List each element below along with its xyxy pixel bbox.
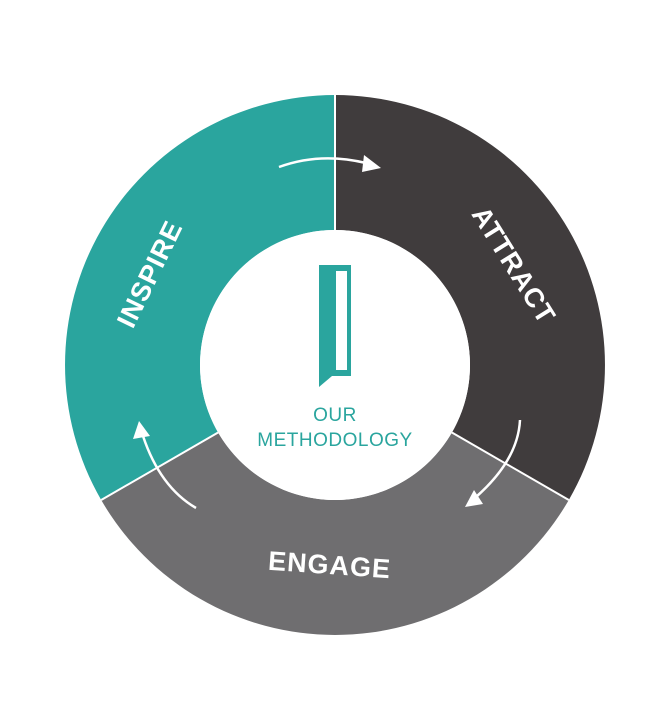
divider-left <box>100 431 219 501</box>
monolith-logo-icon <box>319 265 351 387</box>
arrow-right-icon <box>278 155 381 172</box>
divider-right <box>451 431 570 501</box>
arrow-down-left-icon <box>465 419 522 507</box>
center-title-line2: METHODOLOGY <box>257 430 412 451</box>
segment-attract <box>335 95 605 500</box>
segment-inspire <box>65 95 336 500</box>
segment-engage <box>101 432 569 635</box>
arrow-up-icon <box>133 421 197 510</box>
center-title-line1: OUR <box>313 405 357 426</box>
